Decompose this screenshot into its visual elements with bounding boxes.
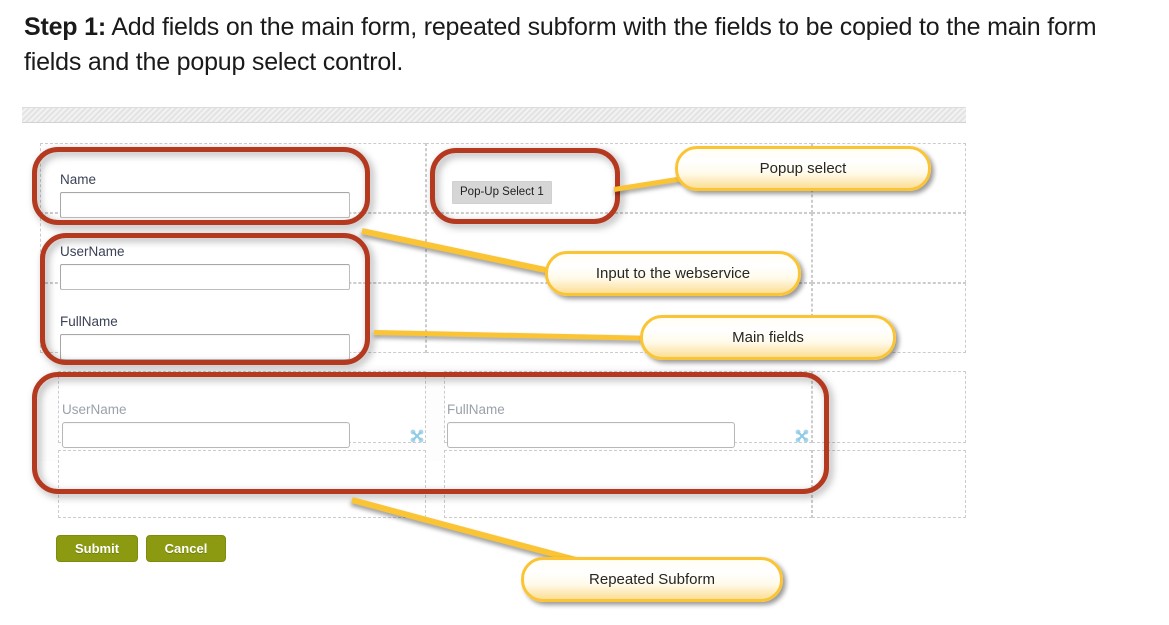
input-username[interactable] [60, 264, 350, 290]
cell-row2-spacer [812, 213, 966, 283]
cancel-button[interactable]: Cancel [146, 535, 226, 562]
callout-popup-select: Popup select [675, 146, 931, 191]
input-fullname[interactable] [60, 334, 350, 360]
form-header-bar [22, 107, 966, 123]
form-designer-canvas: Name Pop-Up Select 1 UserName FullName U… [22, 107, 966, 577]
label-name: Name [60, 172, 97, 187]
submit-button[interactable]: Submit [56, 535, 138, 562]
shuffle-icon[interactable] [795, 429, 810, 444]
callout-input-webservice: Input to the webservice [545, 251, 801, 296]
cell-sub-row2-spacer [812, 450, 966, 518]
label-fullname: FullName [60, 314, 118, 329]
popup-select-button[interactable]: Pop-Up Select 1 [452, 181, 552, 204]
cell-sub-row2-b [444, 450, 812, 518]
callout-main-fields: Main fields [640, 315, 896, 360]
step-description: Add fields on the main form, repeated su… [24, 13, 1097, 76]
callout-repeated-subform: Repeated Subform [521, 557, 783, 602]
step-label: Step 1: [24, 13, 106, 41]
shuffle-icon[interactable] [410, 429, 425, 444]
input-subform-fullname[interactable] [447, 422, 735, 448]
page-title: Step 1: Add fields on the main form, rep… [24, 10, 1154, 80]
label-subform-fullname: FullName [447, 402, 505, 417]
label-subform-username: UserName [62, 402, 127, 417]
input-subform-username[interactable] [62, 422, 350, 448]
label-username: UserName [60, 244, 125, 259]
input-name[interactable] [60, 192, 350, 218]
cell-sub-spacer [812, 371, 966, 443]
